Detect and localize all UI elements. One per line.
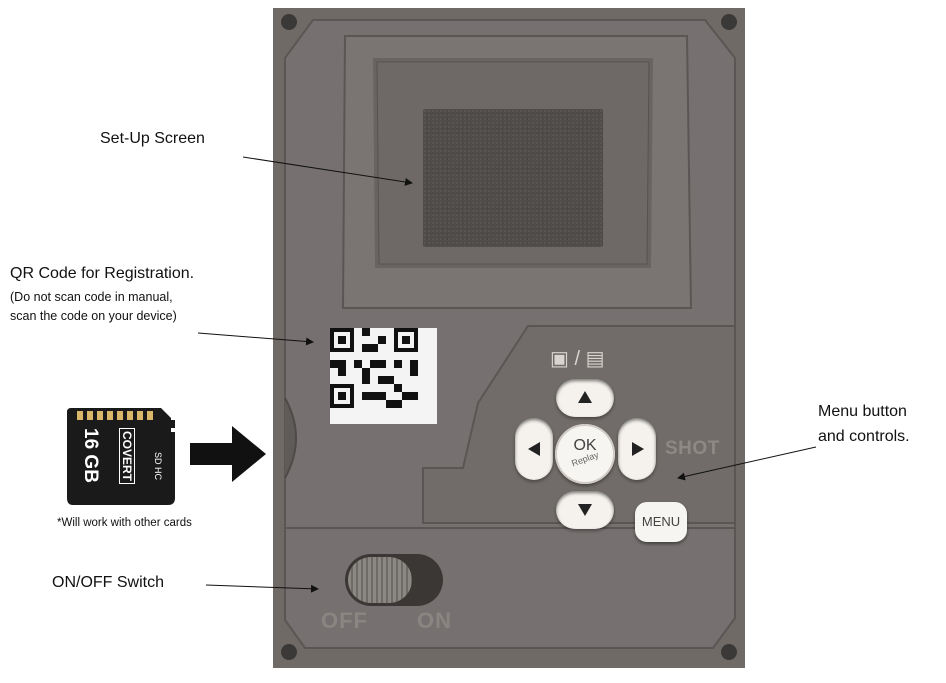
switch-knob[interactable]	[348, 557, 412, 603]
off-label: OFF	[321, 608, 368, 633]
on-off-switch[interactable]	[345, 554, 443, 606]
camera-back-panel: ▣ / ▤ OK Replay SHOT MENU OFF ON	[273, 8, 745, 668]
left-arrow-icon	[528, 442, 540, 456]
on-label: ON	[417, 608, 452, 633]
up-button[interactable]	[556, 379, 614, 417]
qr-code-label: QR Code for Registration.	[10, 265, 195, 282]
menu-button[interactable]: MENU	[635, 502, 687, 542]
shot-label: SHOT	[665, 438, 720, 459]
qr-code	[330, 328, 437, 424]
setup-screen-display	[423, 109, 603, 247]
qr-leader	[197, 332, 314, 346]
setup-screen-label: Set-Up Screen	[100, 130, 205, 147]
menu-leader	[677, 446, 817, 481]
setup-screen-leader	[242, 156, 413, 186]
right-button[interactable]	[618, 418, 656, 480]
menu-label-line1: Menu button	[818, 403, 907, 420]
switch-leader	[205, 584, 319, 593]
left-button[interactable]	[515, 418, 553, 480]
sd-card-image: 16 GB COVERT SD HC	[67, 408, 191, 505]
photo-video-mode-icons: ▣ / ▤	[550, 348, 605, 370]
ok-label: OK	[573, 437, 597, 454]
menu-label-line2: and controls.	[818, 428, 910, 445]
card-note: *Will work with other cards	[57, 517, 192, 529]
down-button[interactable]	[556, 491, 614, 529]
switch-label: ON/OFF Switch	[52, 574, 165, 591]
right-arrow-icon	[632, 442, 644, 456]
up-arrow-icon	[578, 391, 592, 403]
ok-replay-button[interactable]: OK Replay	[555, 424, 615, 484]
down-arrow-icon	[578, 504, 592, 516]
qr-note-line1: (Do not scan code in manual,	[10, 290, 173, 304]
qr-note-line2: scan the code on your device)	[10, 309, 177, 323]
insert-arrow-icon	[190, 426, 266, 482]
